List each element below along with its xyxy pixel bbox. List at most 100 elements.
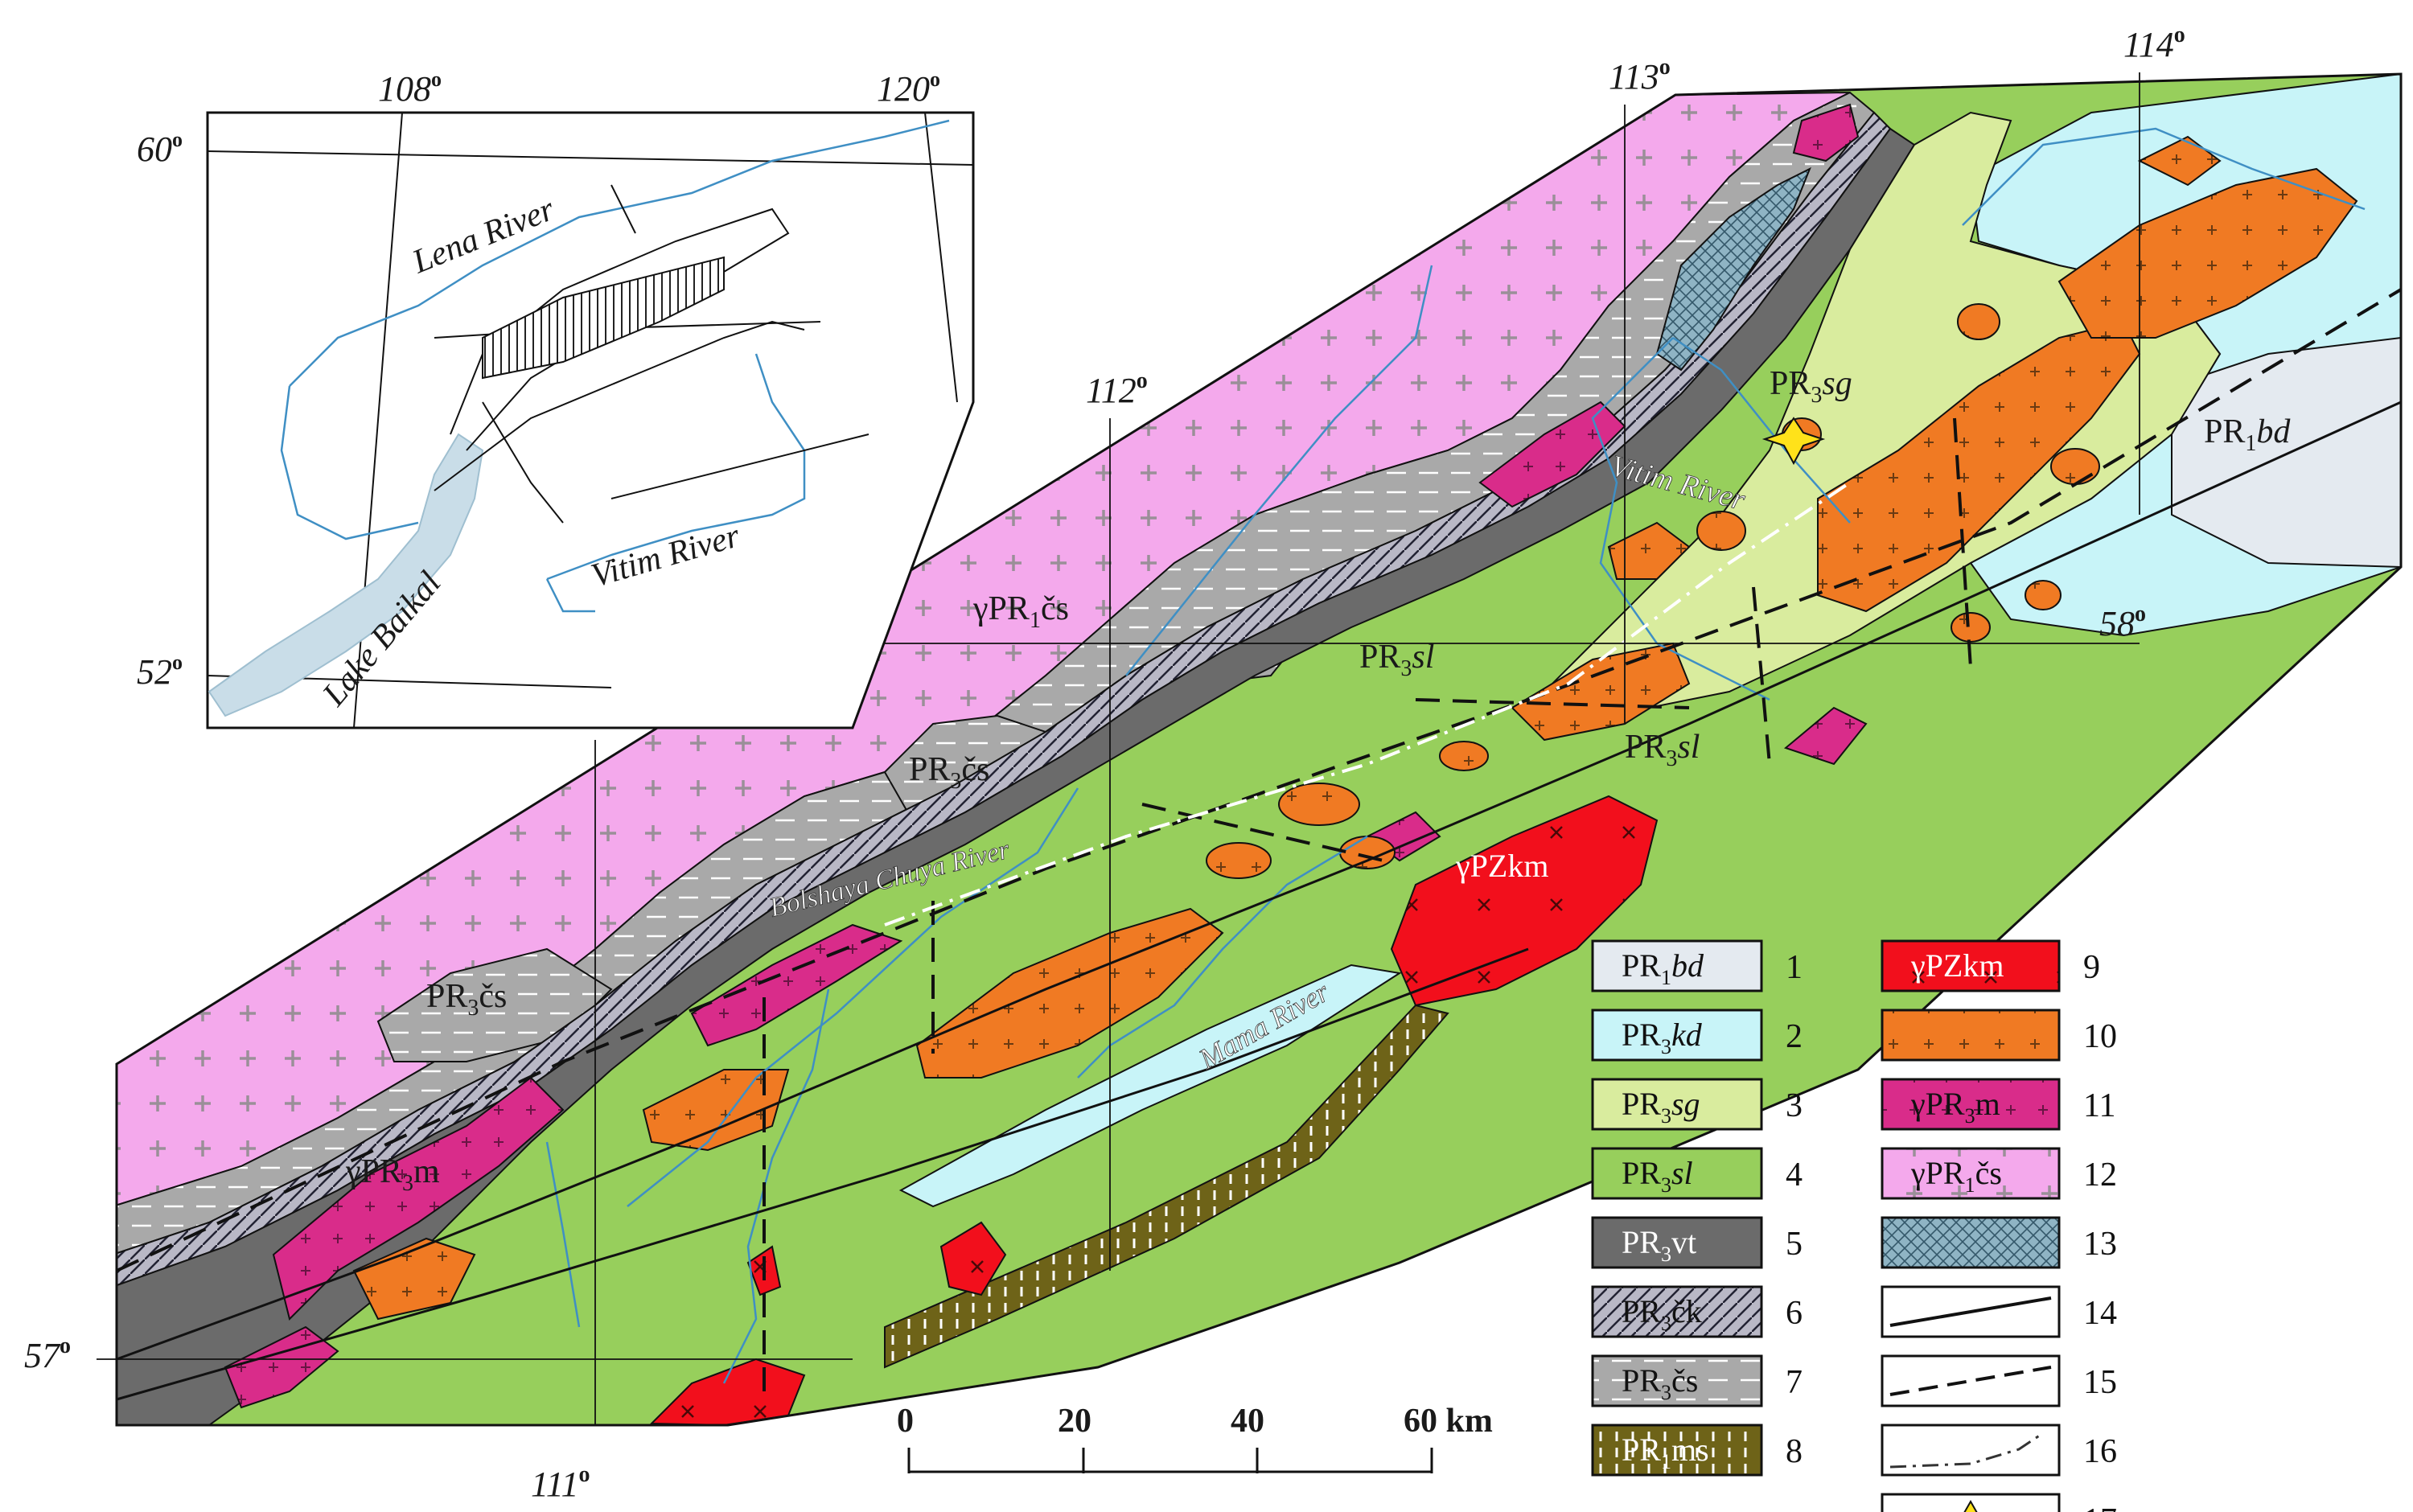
unit-granite-14 (1951, 612, 1991, 643)
inset-lat-52: 52o (137, 651, 183, 692)
legend-number-2: 2 (1786, 1018, 1803, 1055)
legend-label-9: γPZkm (1910, 947, 2004, 984)
coordinate-grid (97, 72, 2140, 1425)
fault-dashdot (884, 481, 1852, 927)
legend-number-7: 7 (1786, 1364, 1803, 1401)
unit-granite-4 (1817, 320, 2141, 613)
unit-gpr3m-body (272, 1076, 565, 1321)
legend-number-16: 16 (2083, 1433, 2117, 1470)
legend-box-15 (1881, 1354, 2061, 1407)
legend-symbol-star (1963, 1499, 1978, 1512)
unit-granite-5 (2057, 167, 2358, 339)
scale-tick-60: 60 km (1404, 1403, 1493, 1440)
legend-box-2 (1591, 1009, 1763, 1062)
lon-112-label: 112o (1086, 368, 1148, 410)
legend-label-12: γPR1čs (1910, 1155, 2002, 1197)
unit-granite-2 (642, 1069, 790, 1152)
inset-map: 60o 52o 108o 120o Lena River Vitim River… (137, 68, 975, 729)
legend-number-4: 4 (1786, 1157, 1803, 1194)
legend-number-15: 15 (2083, 1364, 2117, 1401)
label-pr3sl-2: PR3sl (1625, 729, 1700, 771)
legend-box-4 (1591, 1147, 1763, 1200)
legend-label-5: PR3vt (1622, 1224, 1696, 1266)
unit-granite-15 (2025, 580, 2062, 610)
unit-granite-17 (2050, 448, 2100, 485)
label-gpr3m: γPR3m (345, 1153, 440, 1196)
unit-granite-12 (1439, 741, 1489, 771)
legend-box-9 (1881, 939, 2061, 992)
inset-lat-60: 60o (137, 128, 183, 169)
unit-granite-13 (1696, 511, 1746, 551)
unit-gpr3m-body-2 (690, 923, 903, 1047)
legend-box-6 (1591, 1285, 1763, 1338)
unit-granite-main (915, 907, 1224, 1079)
inset-lon-108: 108o (378, 68, 442, 109)
unit-pr1bd (2171, 336, 2401, 569)
legend-number-10: 10 (2083, 1018, 2117, 1055)
legend-label-11: γPR3m (1910, 1086, 2000, 1128)
unit-13-crosshatch (1655, 166, 1811, 372)
label-pr3cs-1: PR3čs (909, 751, 989, 794)
scale-bar: 0 20 40 60 km (897, 1403, 1493, 1473)
lon-111-label: 111o (531, 1462, 590, 1504)
legend-number-11: 11 (2083, 1087, 2115, 1124)
legend-number-3: 3 (1786, 1087, 1803, 1124)
legend-number-12: 12 (2083, 1157, 2117, 1194)
legend-box-12 (1881, 1147, 2061, 1200)
legend-box-13 (1881, 1216, 2061, 1269)
unit-pr3kd-central (898, 963, 1402, 1208)
unit-granite-16 (1957, 303, 2000, 340)
legend-number-6: 6 (1786, 1295, 1803, 1332)
deposit-star (1761, 417, 1826, 466)
unit-granite-6 (1511, 642, 1691, 742)
legend-symbol-dashdot (1889, 1432, 2044, 1469)
legend-label-8: PR1ms (1622, 1432, 1709, 1473)
legend-label-3: PR3sg (1622, 1086, 1700, 1128)
legend-label-2: PR3kd (1622, 1017, 1703, 1058)
unit-granite-10 (1206, 842, 1272, 879)
label-gpzkm: γPZkm (1455, 848, 1548, 884)
faults-solid (116, 401, 2402, 1401)
scale-tick-0: 0 (897, 1403, 914, 1440)
unit-granite-8 (2137, 135, 2222, 187)
unit-gpzkm-main (1390, 795, 1659, 1007)
unit-gpzkm-3 (939, 1221, 1007, 1296)
lon-113-label: 113o (1609, 55, 1671, 97)
label-pr3cs-2: PR3čs (426, 978, 507, 1021)
inset-lon-120: 120o (877, 68, 940, 109)
legend-number-17: 17 (2083, 1502, 2117, 1512)
unit-gpr3m-body-7 (224, 1325, 339, 1409)
grid-labels: 113o 114o 112o 111o 57o 58o (24, 23, 2185, 1504)
legend-label-7: PR3čs (1622, 1362, 1698, 1404)
legend-label-6: PR3čk (1622, 1293, 1702, 1335)
legend-label-1: PR1bd (1622, 947, 1704, 989)
lat-58-label: 58o (2099, 602, 2146, 643)
study-area (482, 256, 725, 380)
unit-pr1ms (884, 1004, 1449, 1369)
legend-box-8 (1591, 1424, 1763, 1477)
label-pr1bd: PR1bd (2204, 413, 2291, 456)
legend-box-5 (1591, 1216, 1763, 1269)
legend-number-13: 13 (2083, 1226, 2117, 1263)
legend-label-4: PR3sl (1622, 1155, 1693, 1197)
lon-114-label: 114o (2123, 23, 2185, 64)
legend-number-8: 8 (1786, 1433, 1803, 1470)
legend-symbol-fault (1889, 1296, 2052, 1327)
legend-box-16 (1881, 1424, 2061, 1477)
unit-granite-7 (1607, 521, 1691, 580)
legend-box-1 (1591, 939, 1763, 992)
label-gpr1cs: γPR1čs (972, 590, 1069, 633)
unit-granite-9 (1278, 783, 1360, 826)
scale-tick-40: 40 (1231, 1403, 1264, 1440)
unit-granite-3 (352, 1237, 476, 1321)
legend-box-10 (1881, 1009, 2061, 1062)
lat-57-label: 57o (24, 1333, 71, 1375)
scale-tick-20: 20 (1058, 1403, 1091, 1440)
unit-gpzkm-2 (649, 1358, 806, 1425)
unit-gpr3m-body-4 (1792, 103, 1860, 162)
unit-gpr3m-body-5 (1783, 706, 1868, 766)
faults-dashed (116, 288, 2403, 1391)
legend-number-5: 5 (1786, 1226, 1803, 1263)
